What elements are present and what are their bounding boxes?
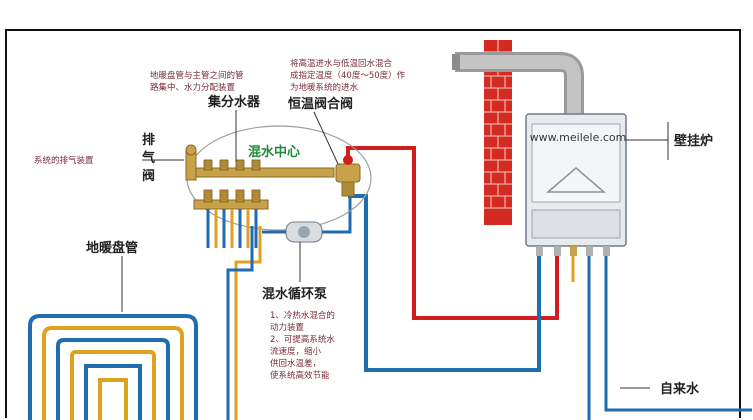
boiler-label: 壁挂炉	[674, 133, 713, 149]
manifold-note-line-1: 地暖盘管与主管之间的管	[150, 70, 244, 81]
valve-note-line-3: 为地暖系统的进水	[290, 82, 359, 93]
leader-lines	[121, 110, 669, 389]
svg-text:供回水温差，: 供回水温差，	[270, 358, 321, 369]
exhaust-label: 排 气 阀	[142, 132, 155, 184]
manifold-loop-pipes	[206, 209, 258, 248]
svg-text:2、可提高系统水: 2、可提高系统水	[270, 334, 335, 345]
mixing-pump	[262, 221, 323, 243]
valve-note-line-2: 成指定温度（40度～50度）作	[290, 70, 406, 81]
floor-coil	[28, 226, 262, 420]
return-pipe-branch	[322, 196, 352, 234]
valve-note-line-1: 将高温进水与低温回水混合	[290, 58, 393, 69]
svg-text:排: 排	[142, 132, 155, 148]
svg-text:流速度，缩小: 流速度，缩小	[270, 346, 322, 357]
thermostatic-valve	[335, 155, 361, 197]
frame-border	[5, 29, 741, 418]
flue-pipe	[452, 52, 584, 122]
svg-text:动力装置: 动力装置	[270, 322, 305, 333]
hot-supply-pipe	[346, 146, 559, 320]
manifold-label: 集分水器	[207, 94, 261, 110]
manifold-note-line-2: 路集中、水力分配装置	[150, 82, 236, 93]
watermark: www.meilele.com	[530, 131, 627, 144]
return-pipe	[348, 194, 541, 372]
manifold	[185, 144, 335, 210]
svg-text:1、冷热水混合的: 1、冷热水混合的	[270, 310, 335, 321]
svg-text:使系统高效节能: 使系统高效节能	[270, 370, 330, 381]
floor-coil-label: 地暖盘管	[86, 240, 138, 256]
svg-text:气: 气	[142, 150, 155, 166]
exhaust-note: 系统的排气装置	[34, 155, 94, 166]
tap-water-label: 自来水	[660, 381, 700, 397]
svg-text:阀: 阀	[142, 168, 155, 184]
valve-label: 恒温阀合阀	[288, 96, 353, 112]
boiler-outlet-lines	[537, 256, 608, 282]
wall-boiler	[525, 113, 627, 256]
mixing-center-label: 混水中心	[248, 144, 300, 160]
pump-note: 1、冷热水混合的 动力装置 2、可提高系统水 流速度，缩小 供回水温差， 使系统…	[270, 310, 335, 381]
pump-label: 混水循环泵	[262, 286, 327, 302]
tap-water-pipe	[604, 256, 752, 412]
